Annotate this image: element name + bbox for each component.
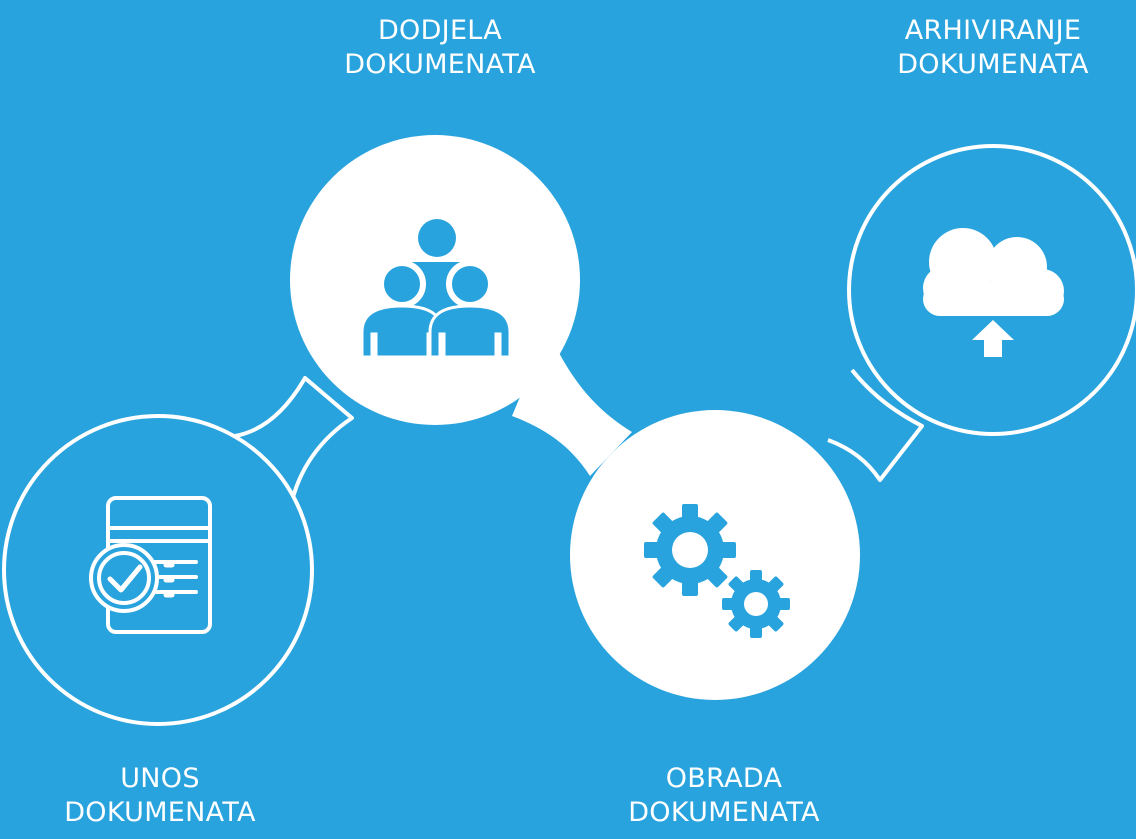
step-label-line1: ARHIVIRANJE <box>904 15 1082 46</box>
gears-icon <box>644 504 790 638</box>
step-label-unos: UNOS DOKUMENATA <box>0 762 320 830</box>
step-label-obrada: OBRADA DOKUMENATA <box>565 762 883 830</box>
step-label-line2: DOKUMENATA <box>64 797 256 828</box>
step-label-line2: DOKUMENATA <box>628 797 820 828</box>
step-label-line1: DODJELA <box>377 15 503 46</box>
connector-obrada-arhiviranje <box>827 368 924 482</box>
connector-unos-dodjela <box>234 376 354 511</box>
step-label-dodjela: DODJELA DOKUMENATA <box>285 14 595 82</box>
step-label-arhiviranje: ARHIVIRANJE DOKUMENATA <box>843 14 1136 82</box>
cloud-upload-icon <box>923 228 1064 357</box>
step-label-line1: UNOS <box>120 763 200 794</box>
step-label-line1: OBRADA <box>665 763 783 794</box>
document-checklist-icon <box>89 496 212 634</box>
step-label-line2: DOKUMENATA <box>897 49 1089 80</box>
step-label-line2: DOKUMENATA <box>344 49 536 80</box>
team-people-icon <box>360 219 512 359</box>
